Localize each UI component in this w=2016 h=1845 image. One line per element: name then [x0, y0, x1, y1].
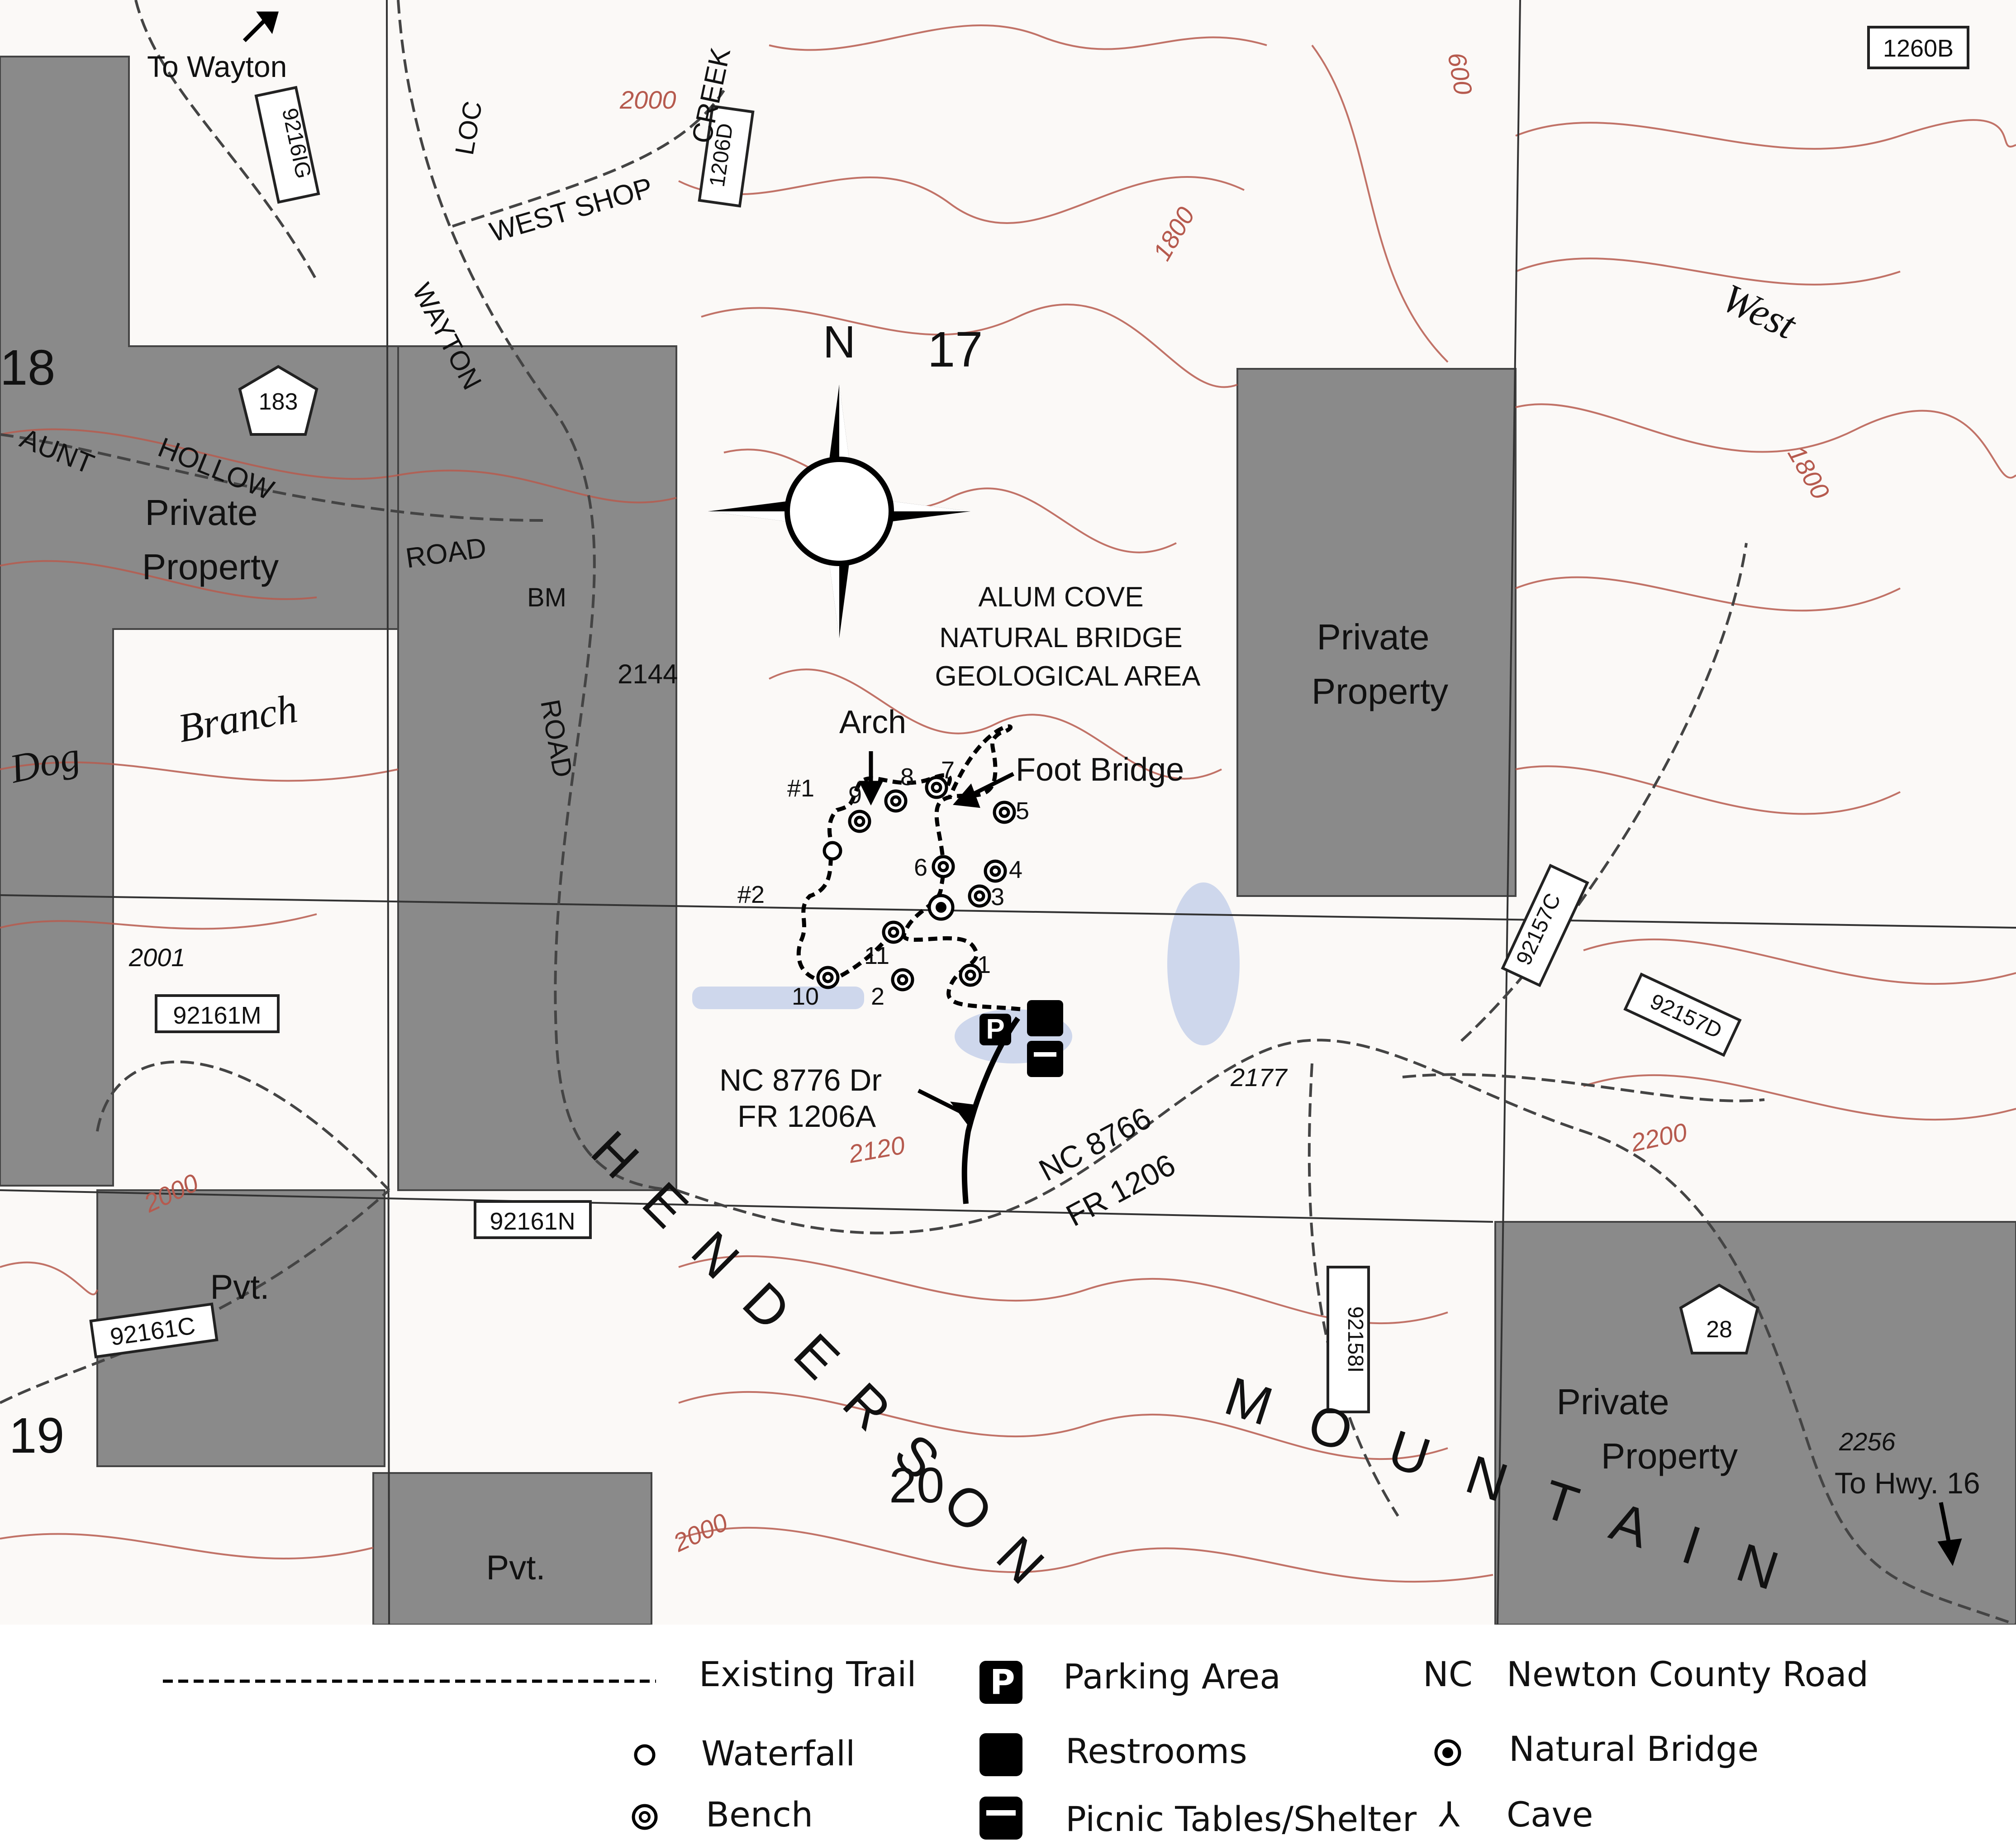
private-label-se-2: Property — [1601, 1436, 1738, 1476]
bench-number-3: 3 — [991, 883, 1004, 911]
contour-lines — [0, 24, 2016, 1583]
bench-number-2: 2 — [871, 983, 884, 1010]
nc8776-label-1: NC 8776 Dr — [719, 1063, 882, 1097]
pvt-label-1: Pvt. — [210, 1268, 270, 1306]
natural-bridge-marker — [927, 894, 955, 921]
private-label-nw-2: Property — [142, 547, 279, 587]
bench-number-8: 8 — [900, 763, 914, 791]
legend-bench-label: Bench — [706, 1794, 813, 1835]
compass-rose — [708, 385, 970, 638]
section-17: 17 — [927, 322, 983, 377]
elev-2177: 2177 — [1230, 1063, 1288, 1092]
shield-92158i: 92158I — [1343, 1306, 1367, 1373]
to-wayton-label: To Wayton — [147, 50, 287, 83]
shield-1260b: 1260B — [1883, 35, 1954, 62]
bench-markers — [816, 776, 1016, 992]
to-hwy16-label: To Hwy. 16 — [1835, 1466, 1980, 1500]
pointer-arrows — [242, 11, 1962, 1566]
highway-shields — [238, 365, 1759, 1354]
waterfall-marker — [823, 841, 842, 861]
area-name-line3: GEOLOGICAL AREA — [935, 661, 1201, 692]
bm-label: BM — [527, 583, 566, 612]
svg-text:P: P — [986, 1014, 1004, 1045]
elev-2000-nw: 2000 — [619, 86, 676, 114]
map-legend: Existing Trail Waterfall Bench P Parking… — [0, 1625, 2016, 1845]
legend-trail-label: Existing Trail — [699, 1654, 917, 1694]
highway-183: 183 — [259, 389, 298, 415]
highway-28: 28 — [1706, 1316, 1732, 1343]
shield-92161n: 92161N — [490, 1208, 575, 1235]
elev-2144: 2144 — [618, 659, 678, 689]
legend-nc-label: Newton County Road — [1507, 1654, 1869, 1694]
section-18: 18 — [0, 340, 55, 396]
pvt-label-2: Pvt. — [486, 1549, 546, 1587]
legend-cave-symbol: ⅄ — [1439, 1794, 1460, 1835]
legend-nc-abbr: NC — [1423, 1654, 1473, 1694]
north-label: N — [823, 317, 856, 367]
roads — [0, 0, 2016, 1626]
cave-1-label: #1 — [787, 775, 814, 802]
bench-number-7: 7 — [941, 757, 955, 784]
bench-number-6: 6 — [914, 854, 927, 881]
bench-number-9: 9 — [848, 782, 862, 809]
bench-number-5: 5 — [1016, 797, 1029, 825]
private-label-e-1: Private — [1317, 617, 1430, 657]
legend-parking-symbol: P — [990, 1662, 1015, 1702]
elev-2001: 2001 — [128, 943, 185, 972]
elev-2256: 2256 — [1839, 1427, 1896, 1456]
nc8776-label-2: FR 1206A — [737, 1099, 876, 1134]
area-name-line1: ALUM COVE — [978, 582, 1143, 613]
access-road-1206a — [961, 1016, 1020, 1204]
foot-bridge-label: Foot Bridge — [1016, 752, 1184, 788]
arch-label: Arch — [839, 704, 906, 740]
section-20: 20 — [889, 1458, 944, 1513]
legend-parking-label: Parking Area — [1063, 1656, 1281, 1697]
route-shield-boxes — [89, 26, 1969, 1413]
legend-waterfall-label: Waterfall — [701, 1733, 856, 1773]
bench-number-10: 10 — [792, 983, 819, 1010]
private-label-se-1: Private — [1557, 1382, 1669, 1422]
section-19: 19 — [9, 1408, 64, 1464]
private-label-e-2: Property — [1312, 671, 1448, 711]
bench-number-11: 11 — [864, 942, 889, 969]
legend-symbols — [163, 1661, 1461, 1840]
private-label-nw-1: Private — [145, 492, 258, 533]
shield-92161m: 92161M — [173, 1002, 261, 1029]
facility-icons: P — [979, 1000, 1063, 1077]
area-name-line2: NATURAL BRIDGE — [939, 622, 1182, 653]
legend-restrooms-label: Restrooms — [1065, 1731, 1247, 1771]
legend-picnic-label: Picnic Tables/Shelter — [1065, 1799, 1417, 1839]
legend-cave-label: Cave — [1507, 1794, 1593, 1835]
legend-natural-bridge-label: Natural Bridge — [1509, 1729, 1759, 1769]
bench-number-1: 1 — [977, 951, 991, 978]
cave-2-label: #2 — [737, 881, 765, 908]
section-grid-lines — [0, 0, 2016, 1625]
bench-number-4: 4 — [1009, 856, 1022, 883]
